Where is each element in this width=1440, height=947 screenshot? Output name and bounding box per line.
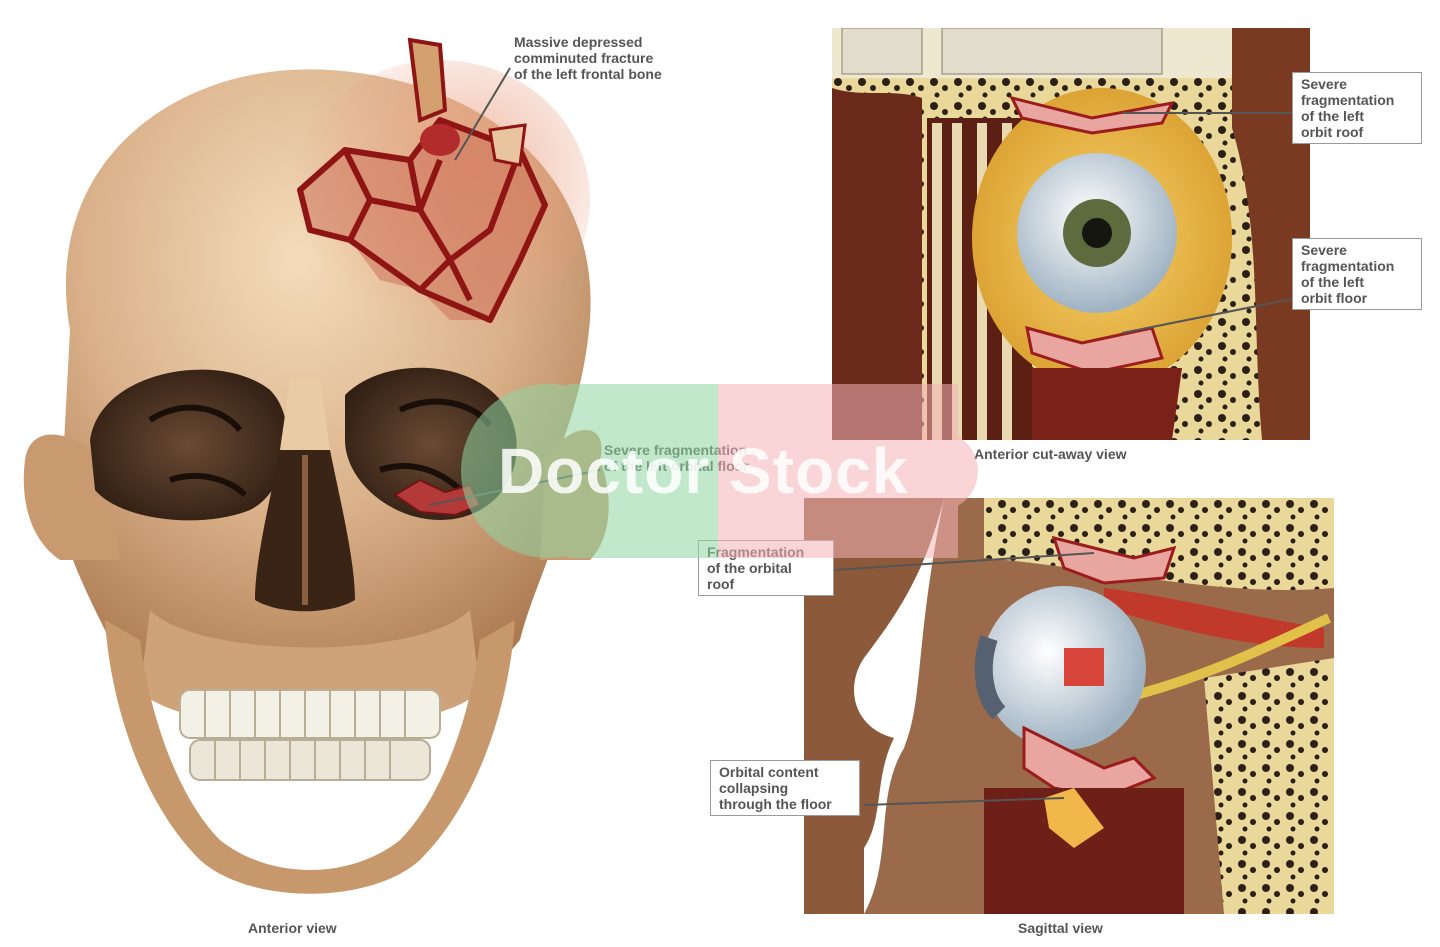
frontal-fracture-label: Massive depressed comminuted fracture of… — [514, 34, 662, 82]
right-orbit — [90, 369, 288, 521]
orbital-floor-skull-label: Severe fragmentation of the left orbital… — [604, 442, 749, 474]
cutaway-view-caption: Anterior cut-away view — [974, 446, 1127, 462]
upper-teeth — [179, 689, 441, 739]
orbit-roof-callout: Severe fragmentation of the left orbit r… — [1292, 72, 1422, 144]
anterior-skull-illustration — [23, 37, 609, 894]
sagittal-floor-callout: Orbital content collapsing through the f… — [710, 760, 860, 816]
sagittal-illustration — [804, 498, 1334, 914]
orbit-floor-callout: Severe fragmentation of the left orbit f… — [1292, 238, 1422, 310]
sagittal-roof-callout: Fragmentation of the orbital roof — [698, 540, 834, 596]
cutaway-illustration — [832, 28, 1310, 440]
sagittal-view-caption: Sagittal view — [1018, 920, 1103, 936]
frontal-fracture — [297, 37, 548, 323]
lower-teeth — [189, 739, 431, 781]
anterior-view-caption: Anterior view — [248, 920, 337, 936]
